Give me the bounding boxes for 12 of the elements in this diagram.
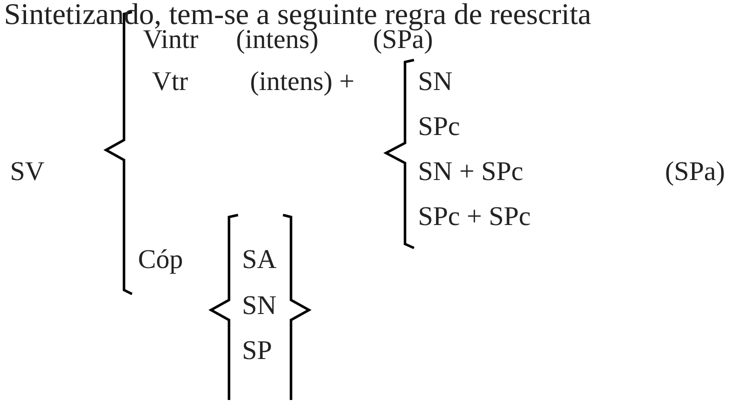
rule-term: SN + SPc: [418, 156, 524, 186]
rule-term: Cóp: [138, 244, 184, 274]
rule-term: SA: [242, 244, 277, 274]
rule-term: SPc + SPc: [418, 201, 531, 231]
rule-term: (intens) +: [250, 66, 354, 96]
rule-term: SN: [418, 66, 453, 96]
rule-term: SP: [242, 335, 272, 365]
rule-term: SV: [10, 156, 45, 186]
rule-term: SN: [242, 290, 277, 320]
rule-term: (SPa): [665, 156, 725, 186]
rule-term: SPc: [418, 111, 460, 141]
rule-term: Vtr: [152, 66, 188, 96]
